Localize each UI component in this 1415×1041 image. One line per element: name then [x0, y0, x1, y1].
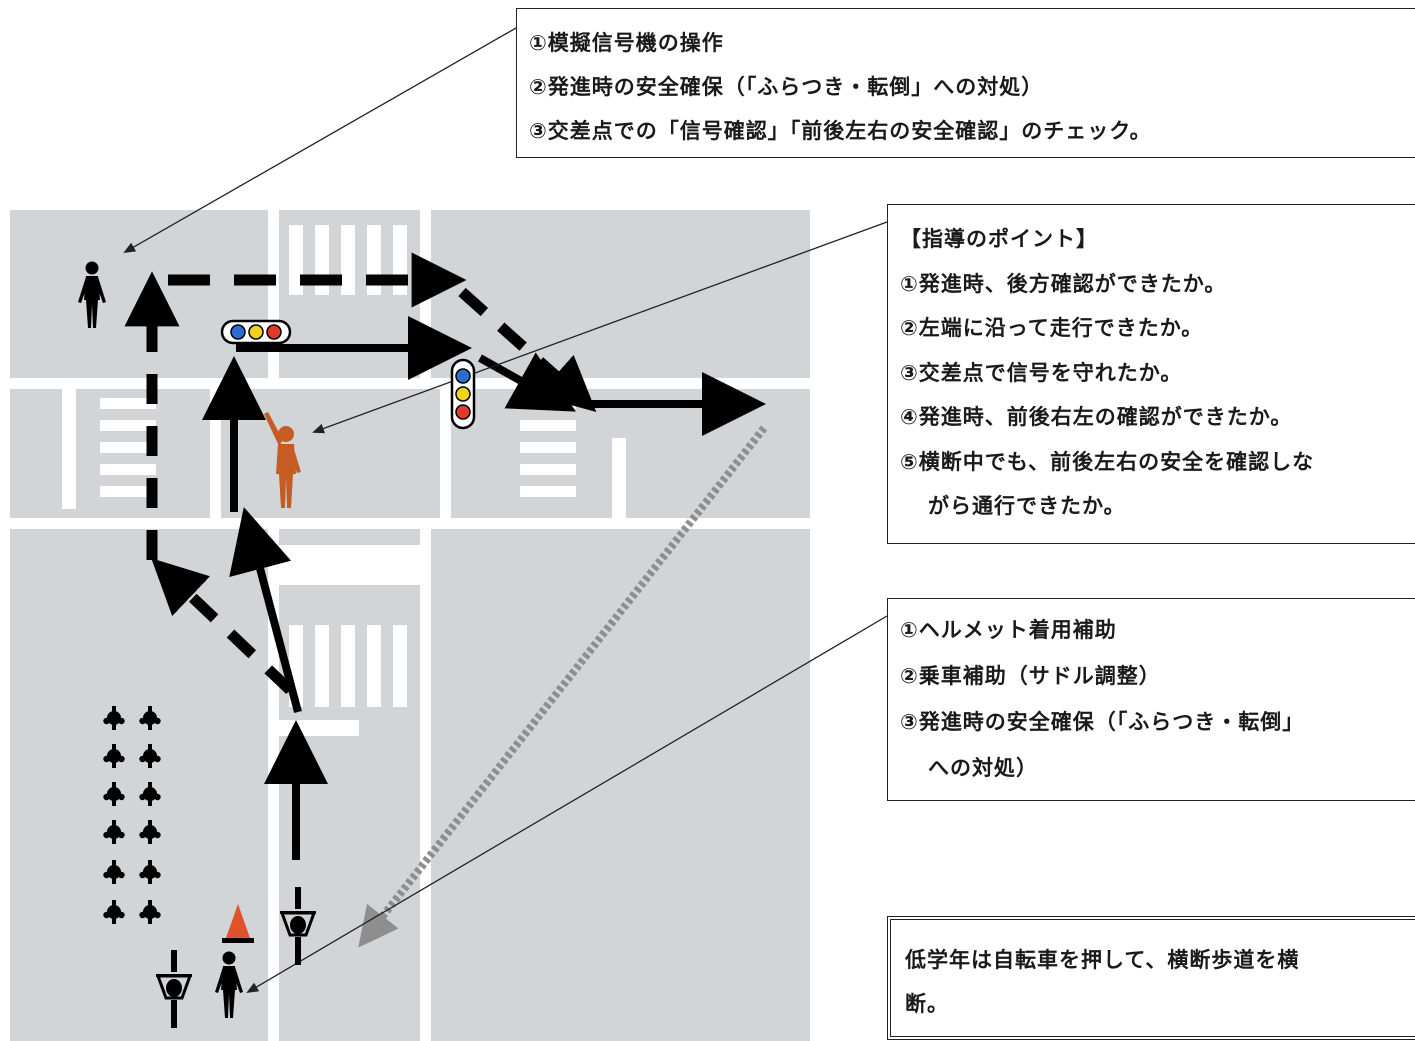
- text-line: ①ヘルメット着用補助: [900, 618, 1117, 642]
- text-line: ⑤横断中でも、前後左右の安全を確認しな: [900, 449, 1315, 474]
- text-line: 断。: [905, 992, 949, 1016]
- text-line: ②左端に沿って走行できたか。: [900, 316, 1204, 340]
- text-line: ③交差点で信号を守れたか。: [900, 360, 1183, 385]
- box-title: 【指導のポイント】: [900, 227, 1098, 251]
- text-line: ①模擬信号機の操作: [529, 31, 724, 55]
- guidance-points-box: 【指導のポイント】 ①発進時、後方確認ができたか。 ②左端に沿って走行できたか。…: [887, 204, 1415, 544]
- solid-route-arrows: [202, 316, 766, 860]
- callout-lines: [123, 27, 888, 994]
- traffic-signal-icon: [220, 319, 292, 345]
- text-line: がら通行できたか。: [928, 494, 1126, 518]
- assistance-box: ①ヘルメット着用補助 ②乗車補助（サドル調整） ③発進時の安全確保（「ふらつき・…: [887, 598, 1415, 801]
- text-line: ①発進時、後方確認ができたか。: [900, 271, 1227, 296]
- text-line: ②乗車補助（サドル調整）: [900, 664, 1161, 688]
- text-line: ④発進時、前後右左の確認ができたか。: [900, 405, 1293, 429]
- signal-operation-box: ①模擬信号機の操作 ②発進時の安全確保（「ふらつき・転倒」への対処） ③交差点で…: [516, 8, 1415, 158]
- text-line: への対処）: [928, 756, 1038, 780]
- text-line: ③交差点での「信号確認」「前後左右の安全確認」のチェック。: [529, 119, 1152, 143]
- dotted-return-arrow: [358, 425, 768, 948]
- lower-grade-note-box: 低学年は自転車を押して、横断歩道を横 断。: [887, 916, 1415, 1040]
- instructor-person-icon: [264, 412, 301, 508]
- traffic-signal-icon: [450, 358, 476, 430]
- traffic-cone-icon: [222, 904, 254, 943]
- road-area: [10, 210, 810, 1041]
- text-line: ③発進時の安全確保（「ふらつき・転倒」: [900, 710, 1305, 734]
- text-line: ②発進時の安全確保（「ふらつき・転倒」への対処）: [529, 75, 1044, 99]
- text-line: 低学年は自転車を押して、横断歩道を横: [905, 948, 1300, 972]
